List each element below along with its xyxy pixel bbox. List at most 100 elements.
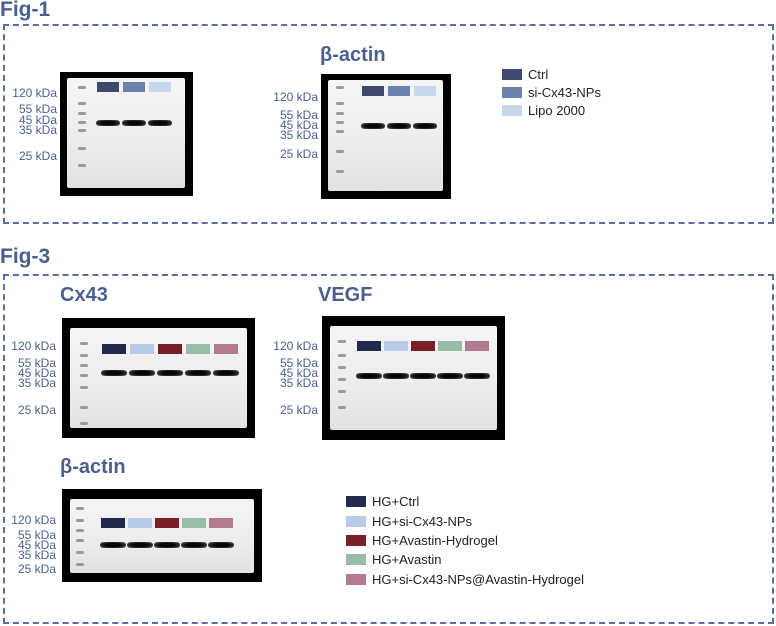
fig1-blot-right [321, 74, 451, 199]
marker-45: 45 kDa [18, 113, 57, 127]
lane-swatch [357, 341, 381, 351]
marker-55: 55 kDa [18, 102, 57, 116]
fig1-blot-right-title: β-actin [320, 44, 386, 66]
lane-swatch [388, 86, 410, 96]
protein-band [148, 120, 172, 126]
ladder-band [80, 364, 88, 367]
ladder-band [338, 354, 346, 357]
ladder-lane [76, 489, 84, 582]
fig1-legend-ctrl: Ctrl [502, 67, 548, 82]
protein-band [413, 123, 437, 129]
fig3-title-cx43: Cx43 [60, 284, 108, 306]
lane-swatch [214, 344, 238, 354]
marker-120: 120 kDa [11, 339, 56, 353]
ladder-band [80, 422, 88, 425]
legend-swatch [346, 554, 366, 565]
protein-band [361, 123, 385, 129]
marker-45: 45 kDa [17, 538, 56, 552]
marker-35: 35 kDa [18, 123, 57, 137]
legend-label: Lipo 2000 [528, 103, 586, 118]
lane-swatch [123, 82, 145, 92]
legend-swatch [502, 105, 522, 116]
protein-band [356, 373, 382, 379]
ladder-lane [336, 74, 344, 199]
ladder-band [336, 102, 344, 105]
ladder-band [336, 150, 344, 153]
lane-swatch [414, 86, 436, 96]
protein-band [96, 120, 120, 126]
ladder-band [338, 378, 346, 381]
fig1-panel [3, 24, 774, 224]
ladder-band [338, 390, 346, 393]
marker-25: 25 kDa [279, 403, 318, 417]
legend-swatch [502, 87, 522, 98]
fig3-legend-hg-avastin: HG+Avastin [346, 552, 442, 567]
ladder-band [78, 164, 86, 167]
fig3-legend-hg-combo: HG+si-Cx43-NPs@Avastin-Hydrogel [346, 572, 584, 587]
marker-25: 25 kDa [18, 149, 57, 163]
protein-band [185, 370, 211, 376]
ladder-band [80, 406, 88, 409]
fig3-title-vegf: VEGF [318, 284, 373, 306]
ladder-band [76, 519, 84, 522]
ladder-lane [78, 72, 86, 196]
fig3-legend-hg-si-cx43: HG+si-Cx43-NPs [346, 514, 472, 529]
protein-band [129, 370, 155, 376]
ladder-band [76, 529, 84, 532]
protein-band [157, 370, 183, 376]
ladder-band [336, 112, 344, 115]
marker-55: 55 kDa [17, 528, 56, 542]
ladder-band [76, 507, 84, 510]
marker-120: 120 kDa [273, 90, 318, 104]
fig3-legend-hg-ctrl: HG+Ctrl [346, 494, 419, 509]
protein-band [181, 542, 207, 548]
fig3-title-bactin: β-actin [60, 456, 126, 478]
lane-swatch [384, 341, 408, 351]
ladder-band [78, 121, 86, 124]
membrane [70, 499, 254, 573]
legend-label: si-Cx43-NPs [528, 85, 601, 100]
lane-swatch [411, 341, 435, 351]
ladder-lane [338, 316, 346, 440]
ladder-band [78, 86, 86, 89]
ladder-band [336, 86, 344, 89]
lane-swatch [158, 344, 182, 354]
fig1-legend-si-cx43: si-Cx43-NPs [502, 85, 601, 100]
protein-band [154, 542, 180, 548]
marker-120: 120 kDa [273, 339, 318, 353]
lane-swatch [149, 82, 171, 92]
lane-swatch [186, 344, 210, 354]
fig3-blot-cx43 [62, 318, 255, 438]
ladder-band [80, 354, 88, 357]
lane-swatch [362, 86, 384, 96]
legend-label: HG+Avastin-Hydrogel [372, 533, 498, 548]
marker-120: 120 kDa [11, 513, 56, 527]
ladder-band [76, 563, 84, 566]
protein-band [410, 373, 436, 379]
protein-band [387, 123, 411, 129]
legend-label: HG+Avastin [372, 552, 442, 567]
protein-band [437, 373, 463, 379]
marker-45: 45 kDa [279, 118, 318, 132]
fig1-title: Fig-1 [0, 0, 51, 21]
fig3-blot-vegf [322, 316, 505, 440]
ladder-band [78, 102, 86, 105]
lane-swatch [182, 518, 206, 528]
membrane [67, 78, 185, 188]
ladder-band [336, 130, 344, 133]
lane-swatch [128, 518, 152, 528]
fig3-blot-bactin [62, 489, 262, 582]
protein-band [383, 373, 409, 379]
fig3-legend-hg-avastin-hydrogel: HG+Avastin-Hydrogel [346, 533, 498, 548]
fig1-blot-left [60, 72, 193, 196]
lane-swatch [209, 518, 233, 528]
marker-45: 45 kDa [17, 366, 56, 380]
marker-25: 25 kDa [17, 403, 56, 417]
marker-55: 55 kDa [279, 356, 318, 370]
legend-swatch [346, 496, 366, 507]
marker-55: 55 kDa [17, 356, 56, 370]
marker-35: 35 kDa [17, 548, 56, 562]
protein-band [127, 542, 153, 548]
marker-25: 25 kDa [279, 147, 318, 161]
marker-35: 35 kDa [279, 128, 318, 142]
